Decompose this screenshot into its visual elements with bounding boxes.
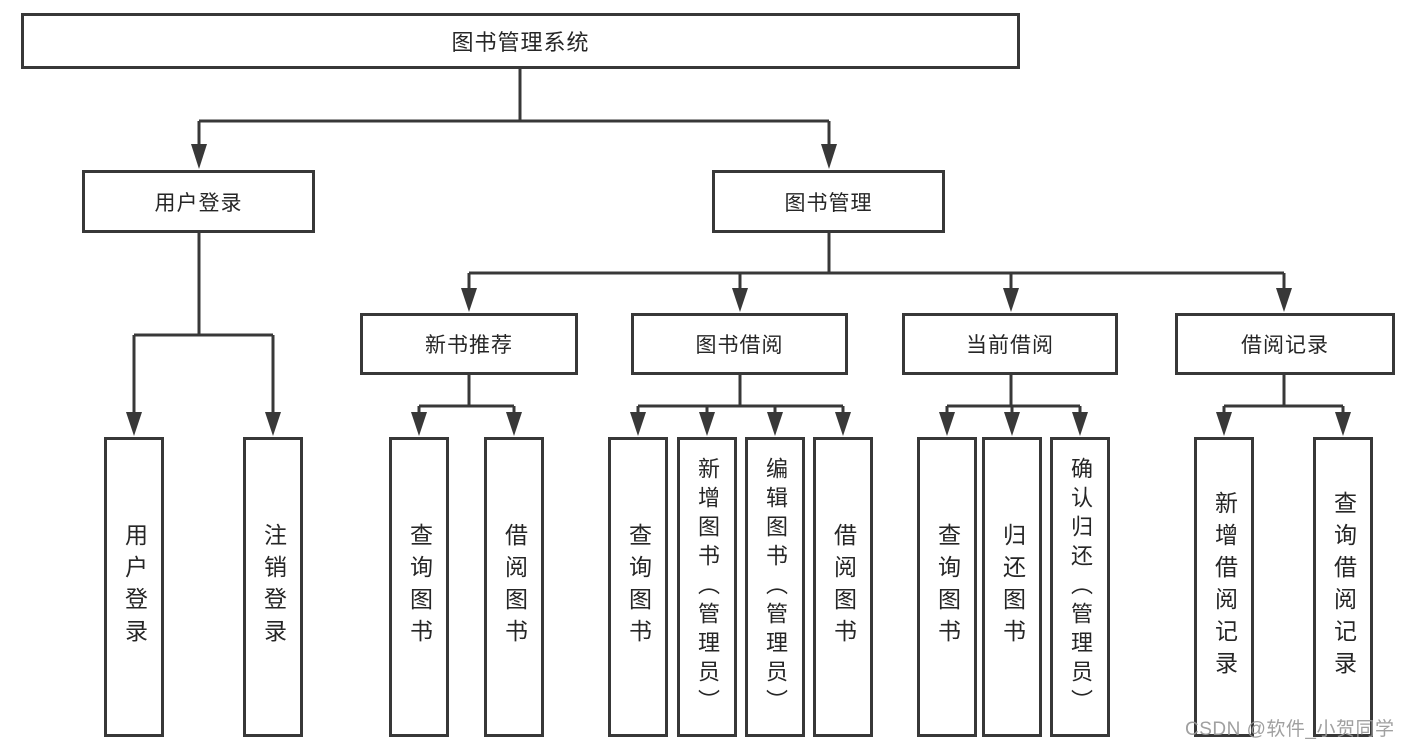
- leaf-borrow-books-label: 借阅图书: [830, 523, 857, 651]
- node-book-borrowing-label: 图书借阅: [695, 334, 784, 357]
- leaf-edit-books-admin-label: 编辑图书（管理员）: [763, 456, 788, 718]
- node-borrowing-records-label: 借阅记录: [1241, 334, 1329, 357]
- leaf-add-books-admin-label: 新增图书（管理员）: [695, 456, 720, 718]
- node-current-borrowing-label: 当前借阅: [966, 334, 1054, 357]
- leaf-confirm-return-admin: 确认归还（管理员）: [1050, 437, 1110, 737]
- node-root: 图书管理系统: [21, 13, 1020, 69]
- leaf-user-login-label: 用户登录: [121, 523, 148, 651]
- leaf-query-books-current-label: 查询图书: [934, 523, 961, 651]
- leaf-logout-label: 注销登录: [260, 523, 287, 651]
- csdn-watermark: CSDN @软件_小贺同学: [1185, 719, 1395, 740]
- node-root-label: 图书管理系统: [451, 30, 590, 55]
- node-user-login-label: 用户登录: [154, 191, 243, 215]
- node-current-borrowing: 当前借阅: [902, 313, 1118, 375]
- node-new-book-recommendation-label: 新书推荐: [425, 334, 513, 357]
- leaf-query-books-recommend: 查询图书: [389, 437, 449, 737]
- leaf-query-borrow-record-label: 查询借阅记录: [1330, 491, 1357, 683]
- leaf-confirm-return-admin-label: 确认归还（管理员）: [1068, 456, 1093, 718]
- leaf-query-books-current: 查询图书: [917, 437, 977, 737]
- leaf-query-borrow-record: 查询借阅记录: [1313, 437, 1373, 737]
- leaf-query-books-borrow: 查询图书: [608, 437, 668, 737]
- leaf-add-borrow-record: 新增借阅记录: [1194, 437, 1254, 737]
- node-book-management: 图书管理: [712, 170, 945, 233]
- leaf-borrow-books-recommend-label: 借阅图书: [501, 523, 528, 651]
- leaf-return-books: 归还图书: [982, 437, 1042, 737]
- node-user-login: 用户登录: [82, 170, 315, 233]
- node-book-borrowing: 图书借阅: [631, 313, 848, 375]
- node-borrowing-records: 借阅记录: [1175, 313, 1395, 375]
- node-new-book-recommendation: 新书推荐: [360, 313, 578, 375]
- leaf-query-books-recommend-label: 查询图书: [406, 523, 433, 651]
- leaf-add-borrow-record-label: 新增借阅记录: [1211, 491, 1238, 683]
- leaf-query-books-borrow-label: 查询图书: [625, 523, 652, 651]
- leaf-add-books-admin: 新增图书（管理员）: [677, 437, 737, 737]
- leaf-borrow-books: 借阅图书: [813, 437, 873, 737]
- leaf-logout: 注销登录: [243, 437, 303, 737]
- leaf-edit-books-admin: 编辑图书（管理员）: [745, 437, 805, 737]
- leaf-borrow-books-recommend: 借阅图书: [484, 437, 544, 737]
- node-book-management-label: 图书管理: [784, 191, 873, 215]
- leaf-return-books-label: 归还图书: [999, 523, 1026, 651]
- leaf-user-login: 用户登录: [104, 437, 164, 737]
